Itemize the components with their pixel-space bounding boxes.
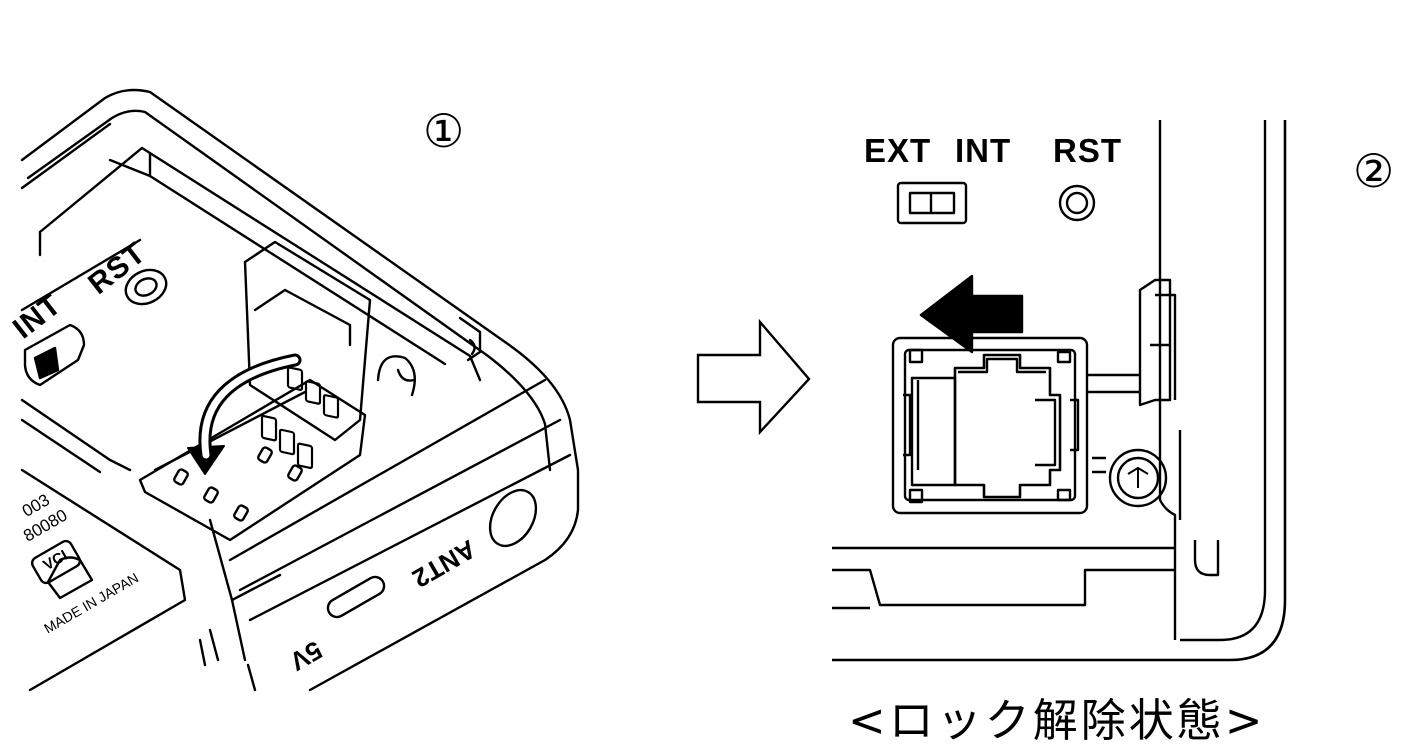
unlock-arrow bbox=[919, 274, 1024, 354]
ant2-port bbox=[488, 488, 538, 548]
unlocked-state-caption: <ロック解除状態> bbox=[848, 694, 1266, 747]
tray-contacts bbox=[173, 446, 303, 522]
ext-label: EXT bbox=[864, 132, 932, 169]
sim-tray bbox=[138, 378, 367, 542]
sim-lid bbox=[243, 240, 372, 442]
sim-lock-plate bbox=[953, 353, 1062, 499]
screw bbox=[1108, 448, 1168, 508]
compartment-edge bbox=[38, 146, 482, 382]
ext-int-switch bbox=[896, 181, 968, 225]
housing-edge bbox=[832, 120, 1287, 662]
rst-button bbox=[1058, 184, 1096, 222]
step-2-number: ② bbox=[1353, 144, 1395, 198]
rst-hole bbox=[124, 268, 168, 306]
int-label-right: INT bbox=[955, 132, 1012, 169]
device-inner-rim bbox=[26, 109, 552, 472]
sim-tray-frame bbox=[891, 336, 1089, 515]
sim-contacts bbox=[260, 366, 340, 470]
label-plate bbox=[20, 468, 187, 692]
usb-port bbox=[326, 575, 386, 619]
int-switch bbox=[23, 323, 86, 387]
rst-label-right: RST bbox=[1053, 132, 1122, 169]
step-1-number: ① bbox=[423, 104, 465, 158]
device-outer-shell bbox=[20, 88, 580, 692]
